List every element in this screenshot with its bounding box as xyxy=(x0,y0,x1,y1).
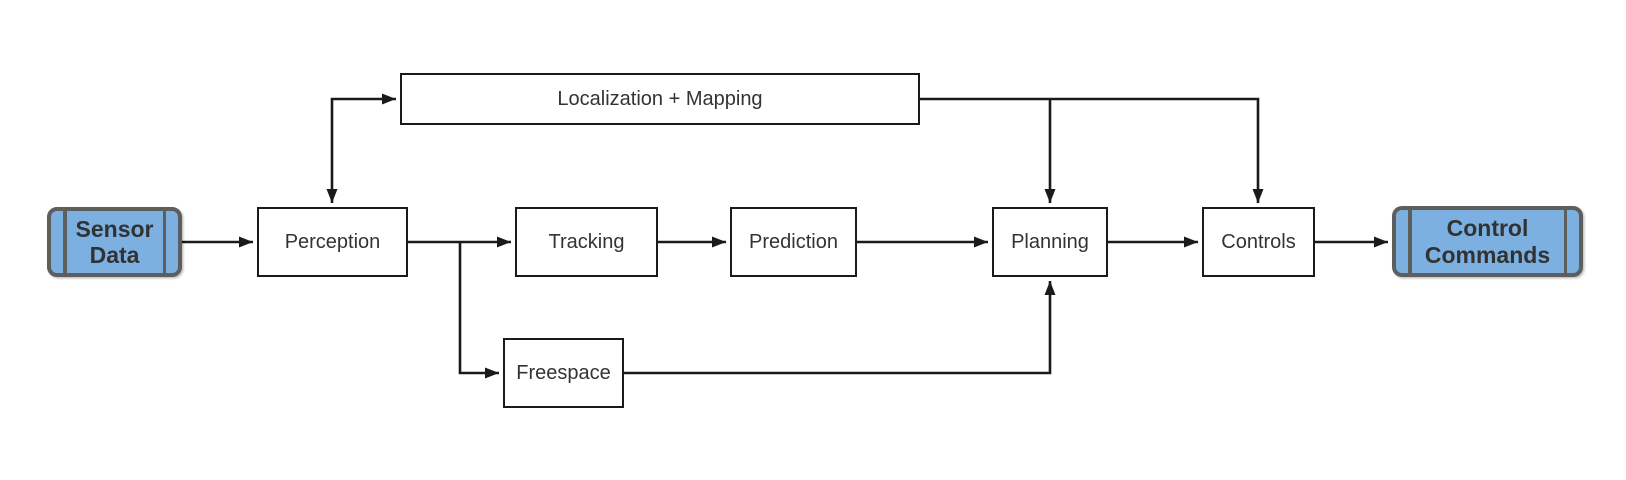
node-localization-mapping: Localization + Mapping xyxy=(400,73,920,125)
node-prediction: Prediction xyxy=(730,207,857,277)
node-control-commands: Control Commands xyxy=(1392,206,1583,277)
predefined-process-bar-right xyxy=(1563,210,1567,273)
node-freespace-label: Freespace xyxy=(516,361,611,384)
node-freespace: Freespace xyxy=(503,338,624,408)
connector-localization-to-controls xyxy=(920,97,1264,203)
predefined-process-bar-left xyxy=(1408,210,1412,273)
node-prediction-label: Prediction xyxy=(749,230,838,253)
node-planning: Planning xyxy=(992,207,1108,277)
predefined-process-bar-right xyxy=(162,211,166,273)
node-sensor-data: Sensor Data xyxy=(47,207,182,277)
node-tracking: Tracking xyxy=(515,207,658,277)
node-localization-mapping-label: Localization + Mapping xyxy=(557,87,763,110)
node-controls: Controls xyxy=(1202,207,1315,277)
connector-perception-to-freespace xyxy=(458,242,499,379)
node-planning-label: Planning xyxy=(1011,230,1089,253)
node-control-commands-label: Control Commands xyxy=(1424,215,1551,268)
connector-perception-localization-bidirectional xyxy=(326,93,396,203)
node-sensor-data-label: Sensor Data xyxy=(75,215,154,268)
node-perception-label: Perception xyxy=(284,230,381,253)
connector-freespace-to-planning xyxy=(624,281,1056,375)
node-tracking-label: Tracking xyxy=(548,230,625,253)
node-controls-label: Controls xyxy=(1221,230,1296,253)
node-perception: Perception xyxy=(257,207,408,277)
predefined-process-bar-left xyxy=(63,211,67,273)
